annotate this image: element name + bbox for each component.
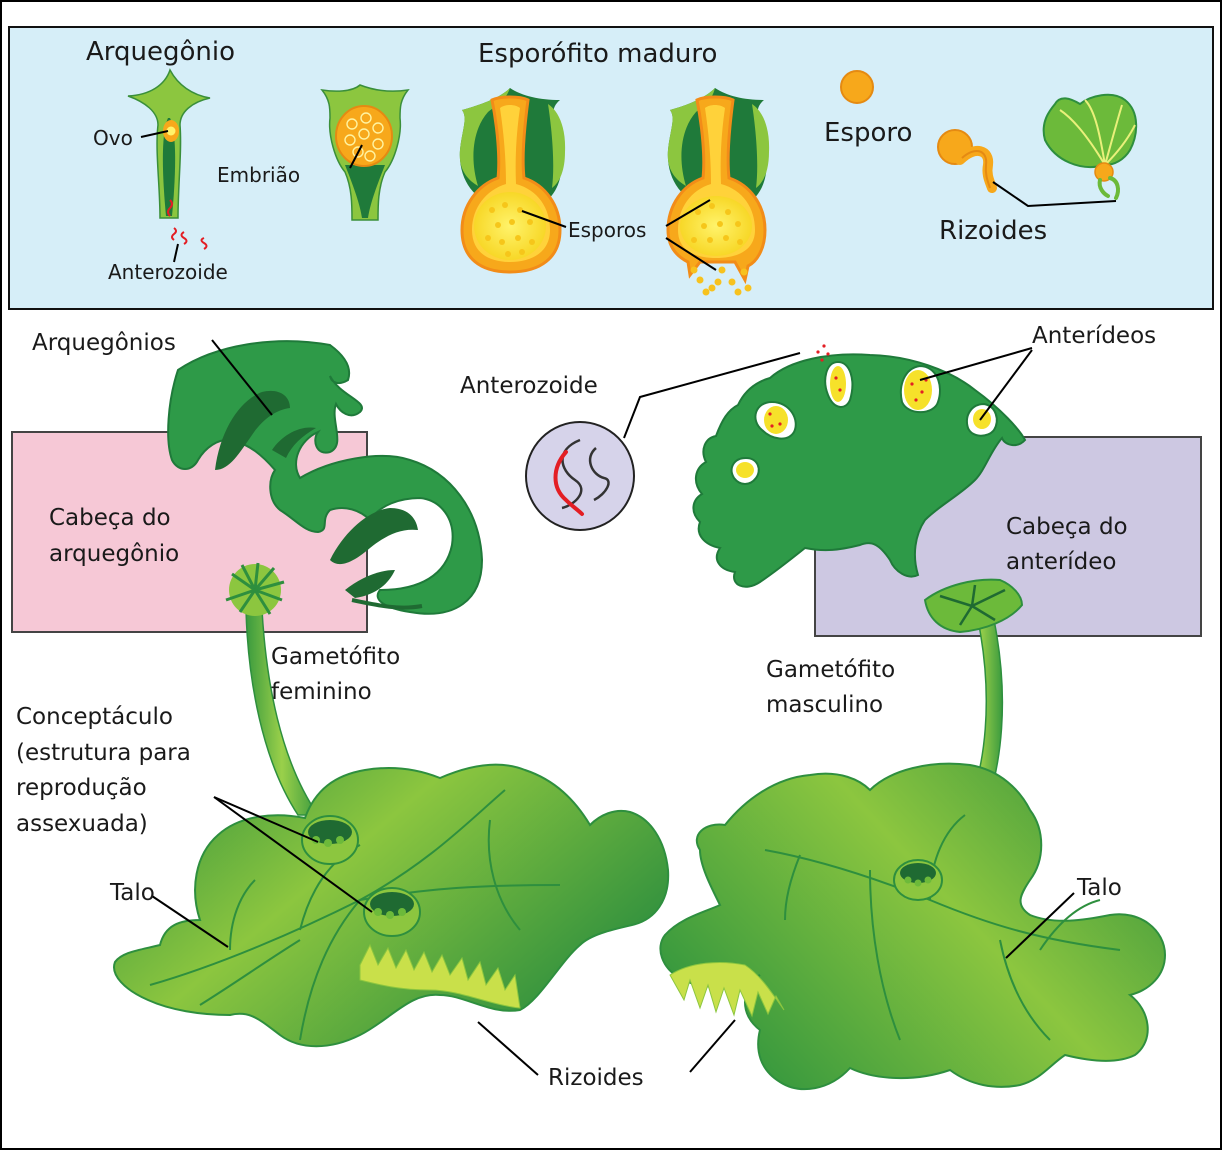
antherozoid-main-label: Anterozoide: [460, 373, 598, 399]
young-gametophyte-icon: [1042, 93, 1138, 200]
spore-label: Esporo: [824, 118, 912, 148]
antheridium-head-label-line1: Cabeça do: [1006, 514, 1128, 540]
conceptacle-cup-icon: [301, 815, 359, 865]
rhizoid-fringe-right: [669, 961, 785, 1018]
archegonium-head-label-line1: Cabeça do: [49, 505, 171, 531]
conceptacle-label-line3: reprodução: [16, 775, 147, 801]
thallus-right-label: Talo: [1076, 875, 1122, 901]
antheridium-head-label-line2: anterídeo: [1006, 549, 1117, 575]
antheridial-head-illustration: [692, 344, 1027, 588]
archegonium-egg-icon: [127, 68, 211, 219]
germinating-spore-icon: [937, 129, 997, 193]
male-gametophyte-label-line2: masculino: [766, 692, 883, 718]
male-gametophyte-label-line1: Gametófito: [766, 657, 895, 683]
top-panel-leader-lines: [140, 130, 1117, 271]
top-panel-background: [8, 26, 1214, 310]
conceptacle-label-line1: Conceptáculo: [16, 704, 173, 730]
mature-sporophyte-icon-2: [666, 88, 770, 296]
main-leader-lines: [151, 339, 1075, 1076]
rhizoid-fringe-left: [359, 943, 521, 1009]
conceptacle-label-line4: assexuada): [16, 811, 148, 837]
conceptacle-cup-icon-2: [363, 887, 421, 937]
antheridia-label: Anterídeos: [1032, 323, 1156, 349]
sporophyte-title: Esporófito maduro: [478, 39, 717, 69]
antherozoid-small-icons: [167, 199, 208, 250]
archegonium-embryo-icon: [320, 84, 410, 221]
antherozoid-top-label: Anterozoide: [108, 260, 228, 284]
thallus-left-label: Talo: [109, 880, 155, 906]
spores-label: Esporos: [568, 218, 646, 242]
egg-label: Ovo: [93, 126, 133, 150]
female-thallus-illustration: [113, 763, 670, 1048]
archegonia-label: Arquegônios: [32, 330, 176, 356]
rhizoids-top-label: Rizoides: [939, 216, 1047, 246]
archegonial-head-illustration: [167, 340, 484, 615]
female-gametophyte-label-line1: Gametófito: [271, 644, 400, 670]
archegonium-head-label-line2: arquegônio: [49, 541, 179, 567]
conceptacle-label-line2: (estrutura para: [16, 740, 191, 766]
antherozoid-magnified-icon: [525, 421, 635, 531]
male-conceptacle-cup-icon: [893, 859, 943, 901]
archegonium-title: Arquegônio: [86, 37, 235, 67]
rhizoids-main-label: Rizoides: [548, 1065, 644, 1091]
top-panel: Arquegônio Esporófito maduro Ovo Embrião…: [8, 26, 1214, 310]
male-receptacle-icon: [923, 578, 1024, 634]
embryo-label: Embrião: [217, 163, 300, 187]
male-thallus-illustration: [659, 762, 1167, 1091]
female-gametophyte-label-line2: feminino: [271, 679, 372, 705]
mature-sporophyte-icon-1: [459, 88, 566, 274]
female-receptacle-icon: [225, 562, 285, 616]
spore-icon: [840, 70, 874, 104]
